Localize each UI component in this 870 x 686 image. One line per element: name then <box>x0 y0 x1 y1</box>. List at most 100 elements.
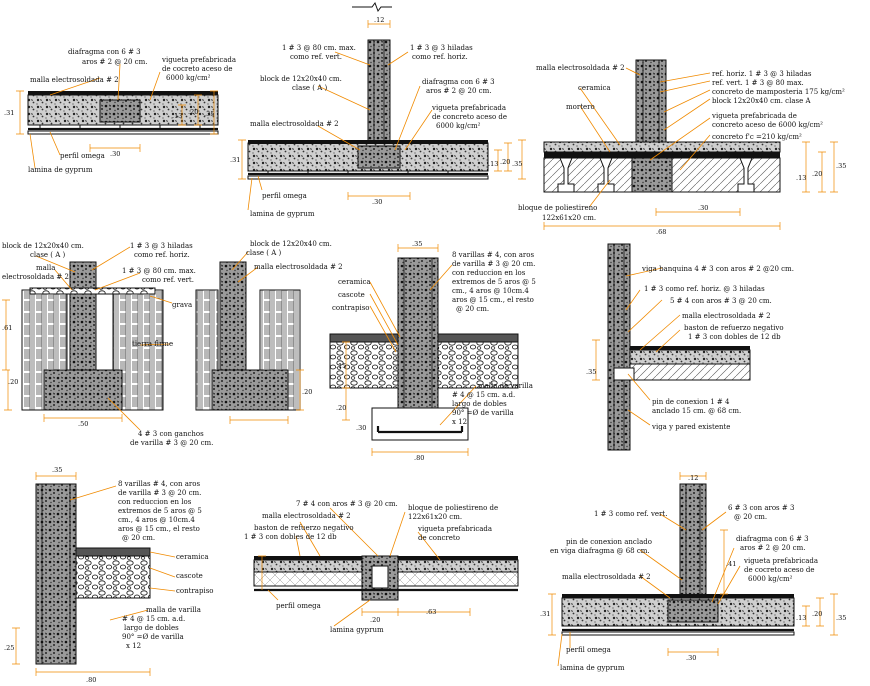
dim-d10-d: .13 <box>796 614 806 622</box>
label-d8-bars: 8 varillas # 4, con aros <box>118 480 200 488</box>
label-d3-fc: concreto f'c =210 kg/cm² <box>712 133 802 141</box>
label-d6-bars-6: aros @ 15 cm., el resto <box>452 296 534 304</box>
dim-d6-e: .80 <box>414 454 424 462</box>
label-d8-mesh-2: # 4 @ 15 cm. a.d. <box>122 615 185 623</box>
label-d5-block: block de 12x20x40 cm. <box>250 240 332 248</box>
labels: diafragma con 6 # 3 aros # 2 @ 20 cm. vi… <box>2 16 846 684</box>
detail-3-wall-on-floor <box>543 59 838 230</box>
label-d3-vert: ref. vert. 1 # 3 @ 80 max. <box>712 79 804 87</box>
label-d2-gypsum: lamina de gyprum <box>250 210 315 218</box>
dim-d3-c: .35 <box>836 162 846 170</box>
label-d2-diaphragm-2: aros # 2 @ 20 cm. <box>426 87 491 95</box>
dim-d1-c: .20 <box>188 108 198 116</box>
label-d4-vert: 1 # 3 @ 80 cm. max. <box>122 267 196 275</box>
label-d10-joist-2: de cocreto aceso de <box>744 566 815 574</box>
label-d1-joist-3: 6000 kg/cm² <box>166 74 211 82</box>
label-d2-mesh: malla electrosoldada # 2 <box>250 120 339 128</box>
dim-d1-d: .35 <box>204 110 214 118</box>
label-d4-vert-2: como ref. vert. <box>142 276 194 284</box>
dim-d2-e: .35 <box>512 160 522 168</box>
label-d1-stirrups: aros # 2 @ 20 cm. <box>82 58 147 66</box>
label-d10-omega: perfil omega <box>566 646 611 654</box>
label-d6-rubble: cascote <box>338 291 365 299</box>
label-d4-hooks: 4 # 3 con ganchos <box>138 430 204 438</box>
label-d10-gypsum: lamina de gyprum <box>560 664 625 672</box>
label-d8-mesh: malla de varilla <box>146 606 201 614</box>
label-d6-ceramic: ceramica <box>338 278 371 286</box>
dim-d2-d: .20 <box>500 158 510 166</box>
label-d9-omega: perfil omega <box>276 602 321 610</box>
detail-2-wall-on-slab <box>238 20 526 211</box>
label-d3-horiz: ref. horiz. 1 # 3 @ 3 hiladas <box>712 70 812 78</box>
label-d1-omega: perfil omega <box>60 152 105 160</box>
label-d2-block-2: clase ( A ) <box>292 84 328 92</box>
detail-6-column-footing <box>329 244 519 456</box>
dim-d10-c: .31 <box>540 610 550 618</box>
label-d8-bars-4: extremos de 5 aros @ 5 <box>118 507 202 515</box>
detail-10-wall-slab-diaphragm <box>548 472 838 667</box>
label-d6-bars-7: @ 20 cm. <box>456 305 489 313</box>
detail-9-slab-beam-joint <box>253 507 519 627</box>
label-d9-joist-2: de concreto <box>418 534 460 542</box>
label-d3-mortar: mortero <box>566 103 595 111</box>
label-d10-joist: vigueta prefabricada <box>743 557 818 565</box>
label-d6-mesh-3: largo de dobles <box>452 400 507 408</box>
label-d10-bars-2: @ 20 cm. <box>734 513 767 521</box>
dim-d10-f: .35 <box>836 614 846 622</box>
label-d7-mesh: malla electrosoldada # 2 <box>682 312 771 320</box>
label-d6-bars: 8 varillas # 4, con aros <box>452 251 534 259</box>
dim-d3-a: .13 <box>796 174 806 182</box>
label-d10-diaphragm-2: aros # 2 @ 20 cm. <box>740 544 805 552</box>
label-d7-bars: 5 # 4 con aros # 3 @ 20 cm. <box>670 297 772 305</box>
label-d9-bars: 7 # 4 con aros # 3 @ 20 cm. <box>296 500 398 508</box>
label-d10-mesh: malla electrosoldada # 2 <box>562 573 651 581</box>
label-d3-polystyrene: bloque de poliestireno <box>518 204 597 212</box>
label-d2-joist: vigueta prefabricada <box>431 104 506 112</box>
detail-8-column-corner <box>12 472 176 676</box>
label-d7-horiz: 1 # 3 como ref. horiz. @ 3 hiladas <box>644 285 765 293</box>
label-d8-mesh-4: 90° =Ø de varilla <box>122 633 184 641</box>
detail-4-footing-a <box>2 246 173 431</box>
dim-d1-e: .30 <box>110 150 120 158</box>
detail-5-footing-b <box>195 251 304 424</box>
dim-d3-e: .68 <box>656 228 666 236</box>
label-d4-block: block de 12x20x40 cm. <box>2 242 84 250</box>
label-d7-edge-beam: viga banquina 4 # 3 con aros # 2 @20 cm. <box>641 265 794 273</box>
label-d8-bars-5: cm., 4 aros @ 10cm.4 <box>118 516 195 524</box>
dim-d6-c: .20 <box>336 404 346 412</box>
label-d8-rubble: cascote <box>176 572 203 580</box>
label-d3-concrete: concreto de mamposteria 175 kg/cm² <box>712 88 845 96</box>
detail-7-existing-wall-connection <box>592 243 751 451</box>
dim-d6-a: .35 <box>412 240 422 248</box>
dim-d6-b: .15 <box>336 362 346 370</box>
label-d4-horiz-2: como ref. horiz. <box>134 251 190 259</box>
label-d10-bars: 6 # 3 con aros # 3 <box>728 504 794 512</box>
label-d7-existing: viga y pared existente <box>651 423 730 431</box>
label-d8-bars-7: @ 20 cm. <box>122 534 155 542</box>
dim-d3-d: .30 <box>698 204 708 212</box>
label-d4-mesh-2: electrosoldada # 2 <box>2 273 69 281</box>
label-d6-bars-4: extremos de 5 aros @ 5 <box>452 278 536 286</box>
label-d8-subfloor: contrapiso <box>176 587 214 595</box>
label-d1-diaphragm: diafragma con 6 # 3 <box>68 48 141 56</box>
dim-d2-c: .13 <box>488 160 498 168</box>
dim-d8-a: .35 <box>52 466 62 474</box>
label-d10-diaphragm: diafragma con 6 # 3 <box>736 535 809 543</box>
label-d8-bars-2: de varilla # 3 @ 20 cm. <box>118 489 201 497</box>
label-d9-mesh: malla electrosoldada # 2 <box>262 512 351 520</box>
label-d9-baston-2: 1 # 3 con dobles de 12 db <box>244 533 337 541</box>
dim-d6-d: .30 <box>356 424 366 432</box>
label-d8-ceramic: ceramica <box>176 553 209 561</box>
dim-d9-b: .63 <box>426 608 436 616</box>
label-d4-hooks-2: de varilla # 3 @ 20 cm. <box>130 439 213 447</box>
label-d2-block: block de 12x20x40 cm. <box>260 75 342 83</box>
dim-d10-b: .41 <box>726 560 736 568</box>
label-d7-baston: baston de refuerzo negativo <box>684 324 784 332</box>
label-d10-vert: 1 # 3 como ref. vert. <box>594 510 667 518</box>
label-d2-joist-3: 6000 kg/cm² <box>436 122 481 130</box>
dim-d8-b: .25 <box>4 644 14 652</box>
label-d2-horiz-ref-2: como ref. horiz. <box>412 53 468 61</box>
dim-d9-a: .20 <box>370 616 380 624</box>
